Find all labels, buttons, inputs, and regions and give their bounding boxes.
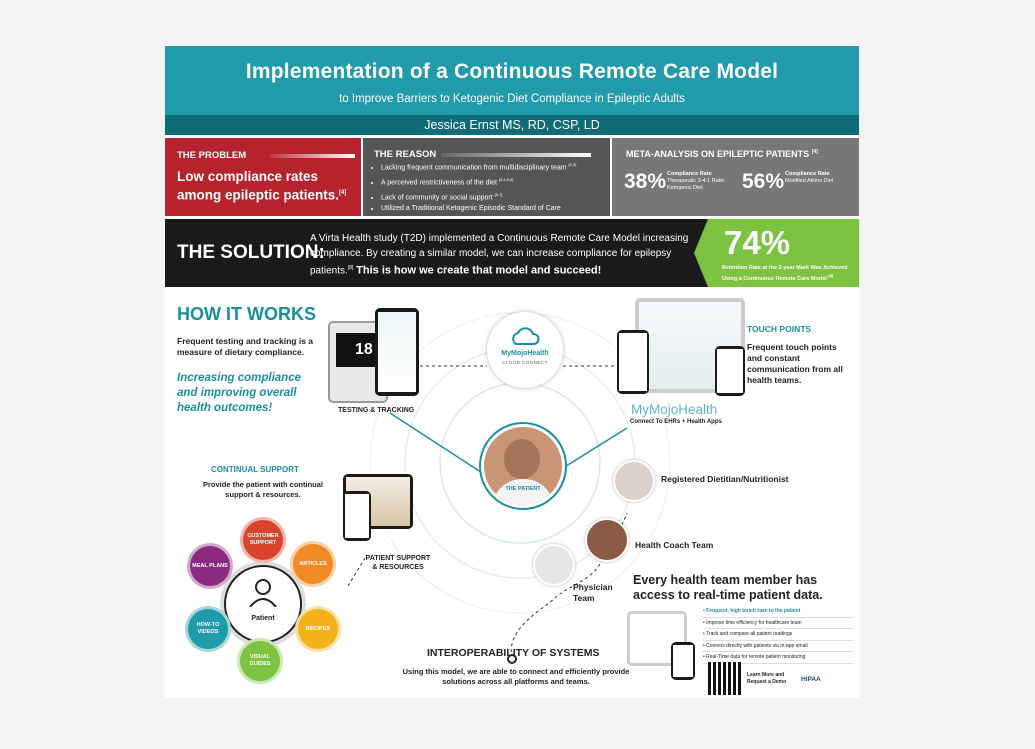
physician-label: Physician Team	[573, 582, 613, 603]
mymojo-tagline: Connect To EHRs + Health Apps	[630, 419, 722, 425]
petal-how-to-videos: HOW-TO VIDEOS	[185, 606, 231, 652]
patient-label: THE PATIENT	[505, 486, 541, 492]
petal-customer-support: CUSTOMER SUPPORT	[240, 517, 286, 563]
small-phone-image	[671, 642, 695, 680]
interoperability-heading: INTEROPERABILITY OF SYSTEMS	[427, 647, 600, 659]
benefit-item: • Frequent, high touch care to the patie…	[703, 606, 853, 618]
solution-bar: THE SOLUTION: A Virta Health study (T2D)…	[165, 219, 708, 287]
phone-support-image	[343, 491, 371, 541]
solution-heading: THE SOLUTION:	[177, 242, 325, 263]
small-phone-screen	[673, 645, 693, 677]
continual-support-text: Provide the patient with continual suppo…	[202, 480, 323, 499]
petal-articles: ARTICLES	[290, 541, 336, 587]
reason-item: A perceived restrictiveness of the diet …	[381, 174, 576, 189]
phone-screen	[378, 312, 416, 392]
petal-meal-plans: MEAL PLANS	[187, 543, 233, 589]
header-banner: Implementation of a Continuous Remote Ca…	[165, 46, 859, 115]
mymojo-logo: MyMojoHealth	[631, 402, 718, 417]
phone-support-screen	[345, 494, 369, 538]
health-coach-label: Health Coach Team	[635, 540, 714, 550]
problem-box: THE PROBLEM Low compliance rates among e…	[165, 138, 361, 216]
retention-stat-box: 74% Retention Rate at the 2-year Mark Wa…	[694, 219, 859, 287]
retention-desc: Retention Rate at the 2-year Mark Was Ac…	[722, 265, 848, 282]
meter-screen	[336, 333, 380, 367]
every-member-heading: Every health team member has access to r…	[633, 573, 823, 602]
reason-item: Utilized a Traditional Ketogenic Episodi…	[381, 203, 576, 215]
phone-left-image	[617, 330, 649, 394]
retention-value: 74%	[724, 224, 791, 261]
dietitian-label: Registered Dietitian/Nutritionist	[661, 474, 789, 484]
benefit-item: • Connect directly with patients via in-…	[703, 641, 853, 652]
patient-photo	[481, 424, 565, 508]
problem-divider	[270, 154, 355, 158]
patient-hub-label: Patient	[251, 615, 275, 622]
dietitian-photo	[613, 460, 655, 502]
learn-more-text[interactable]: Learn More and Request a Demo	[747, 672, 787, 685]
reason-item: Lacking frequent communication from mult…	[381, 159, 576, 174]
testing-tracking-label: TESTING & TRACKING	[338, 407, 415, 414]
touch-points-heading: TOUCH POINTS	[747, 324, 812, 334]
petal-visual-guides: VISUAL GUIDES	[237, 638, 283, 684]
health-coach-photo	[585, 518, 629, 562]
tablet-image	[627, 611, 687, 666]
patient-shirt	[492, 479, 554, 505]
reason-box: THE REASON Lacking frequent communicatio…	[363, 138, 610, 216]
how-it-works-text: Frequent testing and tracking is a measu…	[177, 336, 314, 357]
benefit-item: • Real-Time data for remote patient moni…	[703, 652, 853, 664]
reason-item: Lack of community or social support [5,7…	[381, 189, 576, 204]
meta-analysis-box: META-ANALYSIS ON EPILEPTIC PATIENTS [4] …	[612, 138, 859, 216]
phone-image	[375, 308, 419, 396]
reason-heading: THE REASON	[374, 149, 437, 160]
problem-heading: THE PROBLEM	[177, 150, 247, 161]
solution-text: A Virta Health study (T2D) implemented a…	[310, 233, 689, 277]
poster-subtitle: to Improve Barriers to Ketogenic Diet Co…	[339, 93, 685, 105]
meta-heading: META-ANALYSIS ON EPILEPTIC PATIENTS [4]	[626, 149, 818, 159]
how-it-works-emphasis: Increasing compliance and improving over…	[177, 372, 301, 414]
how-it-works-heading: HOW IT WORKS	[177, 304, 316, 324]
hipaa-badge: HIPAA	[801, 676, 821, 683]
cloud-tagline: CLOUD CONNECT	[502, 360, 548, 365]
patient-support-label: PATIENT SUPPORT & RESOURCES	[365, 555, 431, 571]
meta-stat-2-value: 56%	[742, 170, 785, 193]
person-icon	[249, 579, 277, 607]
reason-list: Lacking frequent communication from mult…	[367, 159, 576, 215]
poster-title: Implementation of a Continuous Remote Ca…	[245, 60, 779, 83]
problem-statement: Low compliance rates among epileptic pat…	[177, 169, 347, 203]
phone-left-screen	[619, 333, 647, 391]
patient-hub-circle: Patient	[224, 565, 302, 643]
benefit-item: • Track and compare all patient readings	[703, 629, 853, 641]
cloud-brand: MyMojoHealth	[501, 350, 549, 357]
cloud-icon	[512, 327, 540, 345]
meter-reading: 18	[355, 341, 373, 358]
reason-divider	[441, 153, 591, 157]
touch-points-text: Frequent touch points and constant commu…	[747, 342, 843, 385]
physician-photo	[533, 544, 575, 586]
poster: Implementation of a Continuous Remote Ca…	[165, 46, 859, 698]
benefits-list: • Frequent, high touch care to the patie…	[703, 606, 853, 664]
author-bar: Jessica Ernst MS, RD, CSP, LD	[165, 115, 859, 135]
qr-code[interactable]	[708, 662, 741, 695]
petal-recipes: RECIPES	[295, 606, 341, 652]
patient-face	[504, 439, 540, 479]
phone-right-screen	[717, 349, 743, 393]
arrow-shape	[694, 219, 708, 287]
interoperability-text: Using this model, we are able to connect…	[402, 667, 630, 686]
benefit-item: • Improve time efficiency for healthcare…	[703, 618, 853, 629]
cloud-connect-badge: MyMojoHealth CLOUD CONNECT	[487, 312, 563, 388]
continual-support-heading: CONTINUAL SUPPORT	[211, 465, 299, 474]
meta-stat-1-value: 38%	[624, 170, 667, 193]
phone-right-image	[715, 346, 745, 396]
